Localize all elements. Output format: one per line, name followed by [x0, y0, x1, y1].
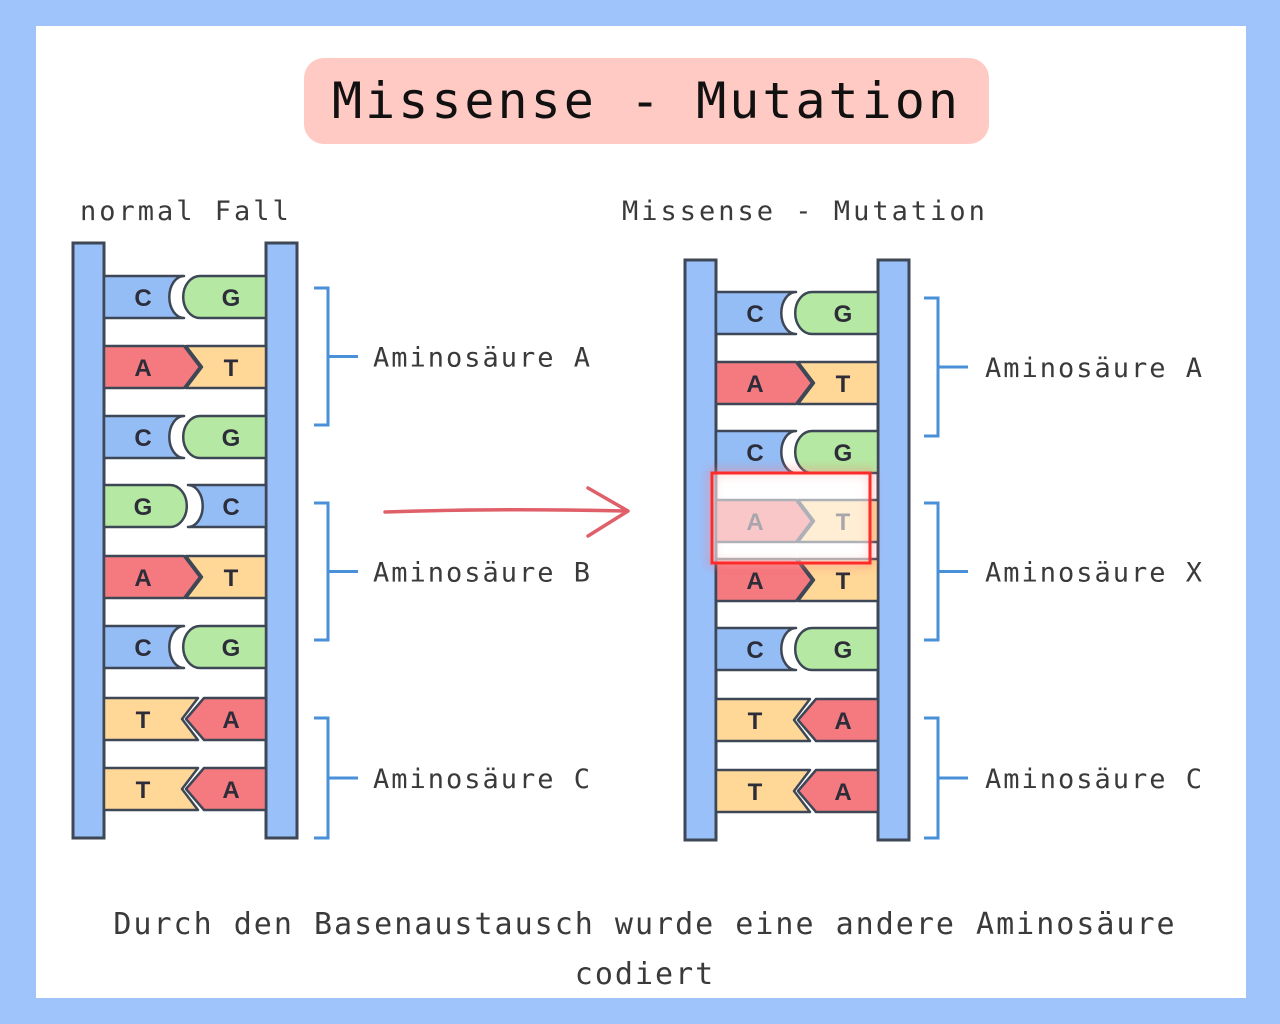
base-C	[102, 274, 186, 320]
base-G	[181, 274, 268, 320]
base-letter: G	[834, 440, 853, 467]
base-letter: C	[746, 637, 763, 664]
base-T	[184, 344, 268, 390]
base-A	[796, 768, 880, 814]
base-A	[714, 557, 814, 603]
base-letter: T	[136, 707, 151, 734]
mutation-highlight	[710, 471, 872, 565]
right-heading: Missense - Mutation	[622, 196, 988, 227]
codon-bracket	[314, 716, 358, 840]
base-letter: T	[748, 779, 763, 806]
base-C	[714, 290, 798, 336]
base-letter: A	[834, 708, 851, 735]
page-title: Missense - Mutation	[332, 72, 961, 130]
amino-acid-label: Aminosäure X	[985, 558, 1204, 589]
backbone-right	[876, 258, 911, 842]
amino-acid-label: Aminosäure B	[373, 558, 592, 589]
backbone-right	[264, 241, 299, 840]
amino-acid-label: Aminosäure A	[985, 353, 1204, 384]
codon-bracket	[314, 501, 358, 642]
base-letter: C	[134, 285, 151, 312]
base-letter: C	[134, 425, 151, 452]
base-letter: T	[836, 371, 851, 398]
base-T	[184, 554, 268, 600]
base-G	[181, 624, 268, 670]
amino-acid-label: Aminosäure C	[373, 764, 592, 795]
base-letter: A	[222, 707, 239, 734]
base-T	[102, 696, 200, 742]
base-letter: T	[136, 777, 151, 804]
base-C	[102, 624, 186, 670]
base-letter: A	[134, 355, 151, 382]
backbone-left	[71, 241, 106, 840]
base-letter: G	[834, 637, 853, 664]
base-letter: G	[834, 301, 853, 328]
base-letter: A	[134, 565, 151, 592]
base-C	[102, 414, 186, 460]
base-letter: G	[222, 285, 241, 312]
base-T	[796, 360, 880, 406]
base-T	[102, 766, 200, 812]
base-letter: A	[222, 777, 239, 804]
base-letter: G	[222, 635, 241, 662]
base-C	[714, 626, 798, 672]
base-A	[796, 697, 880, 743]
codon-bracket	[924, 716, 968, 840]
title-box: Missense - Mutation	[304, 58, 989, 144]
base-T	[714, 697, 812, 743]
base-letter: T	[224, 355, 239, 382]
caption: Durch den Basenaustausch wurde eine ande…	[113, 907, 1177, 992]
amino-acid-label: Aminosäure C	[985, 764, 1204, 795]
base-letter: A	[746, 371, 763, 398]
base-A	[714, 360, 814, 406]
left-heading: normal Fall	[80, 196, 292, 227]
base-G	[793, 290, 880, 336]
base-A	[102, 554, 202, 600]
base-letter: G	[134, 494, 153, 521]
codon-bracket	[924, 501, 968, 642]
base-letter: C	[746, 440, 763, 467]
base-G	[102, 483, 189, 529]
codon-bracket	[924, 296, 968, 438]
arrow-icon	[383, 486, 630, 538]
base-letter: A	[746, 568, 763, 595]
amino-acid-label: Aminosäure A	[373, 343, 592, 374]
base-letter: C	[134, 635, 151, 662]
base-C	[186, 483, 268, 529]
base-letter: T	[224, 565, 239, 592]
base-A	[184, 696, 268, 742]
base-letter: T	[836, 568, 851, 595]
base-T	[714, 768, 812, 814]
base-letter: T	[748, 708, 763, 735]
base-letter: C	[746, 301, 763, 328]
base-letter: G	[222, 425, 241, 452]
base-G	[793, 626, 880, 672]
base-A	[102, 344, 202, 390]
base-letter: C	[222, 494, 239, 521]
base-G	[181, 414, 268, 460]
base-letter: A	[834, 779, 851, 806]
codon-bracket	[314, 286, 358, 427]
base-A	[184, 766, 268, 812]
